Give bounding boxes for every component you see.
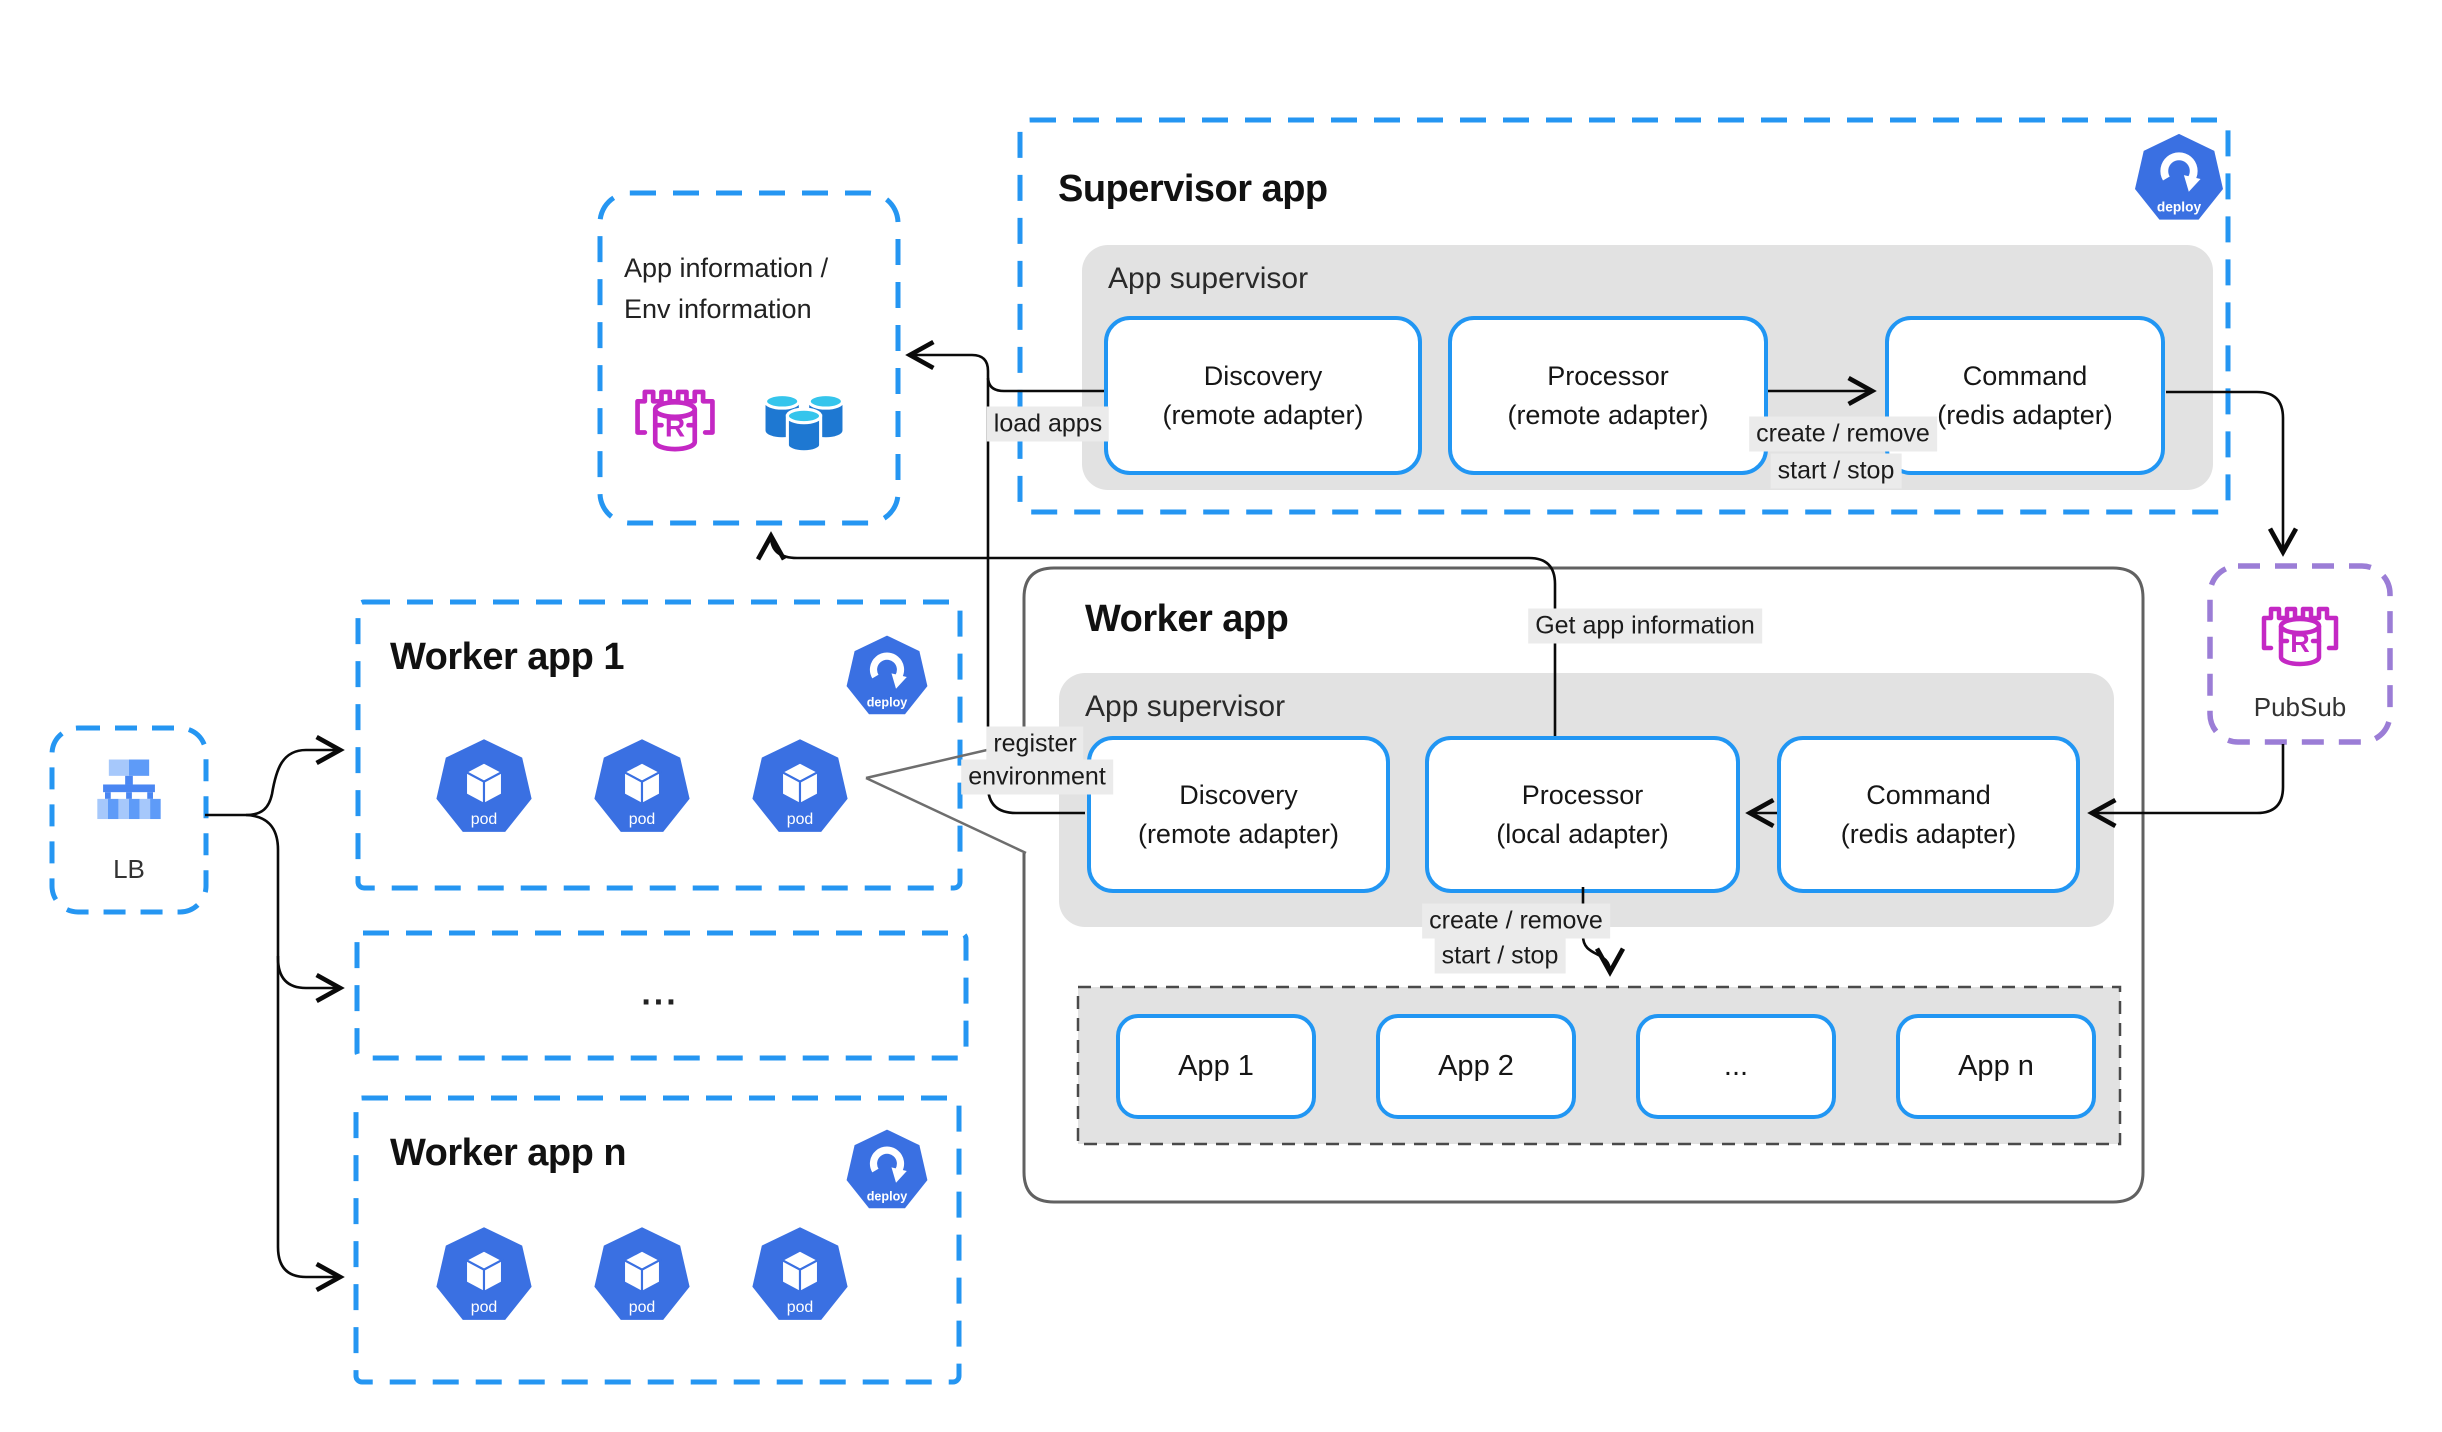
worker-start-stop-label: start / stop xyxy=(1434,938,1566,974)
worker-app-1-title: Worker app 1 xyxy=(390,636,625,678)
app-info-box xyxy=(597,190,901,526)
pod-icon: pod xyxy=(436,739,532,832)
app-n-box: App n xyxy=(1896,1014,2096,1119)
deploy-icon: deploy xyxy=(2134,133,2224,220)
pod-icon-label: pod xyxy=(471,811,498,828)
redis-cache-icon: R xyxy=(635,389,715,452)
worker-group-label: App supervisor xyxy=(1085,690,1286,723)
pod-icon: pod xyxy=(594,739,690,832)
pod-icon-label: pod xyxy=(629,1299,656,1316)
pod-icon: pod xyxy=(436,1227,532,1320)
component-adapter: (remote adapter) xyxy=(1162,399,1364,430)
deploy-icon-label: deploy xyxy=(867,1190,908,1204)
environment-label: environment xyxy=(961,759,1113,795)
sup-start-stop-label: start / stop xyxy=(1770,453,1902,489)
app-2-label: App 2 xyxy=(1438,1050,1514,1082)
worker-apps-more-box xyxy=(354,930,969,1061)
supervisor-discovery-box: Discovery (remote adapter) xyxy=(1104,316,1422,475)
app-info-line2: Env information xyxy=(624,294,812,324)
pod-icon: pod xyxy=(752,739,848,832)
app-1-label: App 1 xyxy=(1178,1050,1254,1082)
supervisor-group-label: App supervisor xyxy=(1108,262,1309,295)
app-2-box: App 2 xyxy=(1376,1014,1576,1119)
app-n-label: App n xyxy=(1958,1050,2034,1082)
component-name: Processor xyxy=(1521,779,1644,810)
pod-icon-label: pod xyxy=(471,1299,498,1316)
lb-label: LB xyxy=(113,854,145,884)
worker-discovery-box: Discovery (remote adapter) xyxy=(1087,736,1390,893)
databases-icon xyxy=(763,393,845,454)
deploy-icon-label: deploy xyxy=(867,696,908,710)
component-name: Discovery xyxy=(1179,779,1298,810)
worker-create-remove-label: create / remove xyxy=(1422,903,1610,939)
pod-icon: pod xyxy=(594,1227,690,1320)
component-adapter: (redis adapter) xyxy=(1840,818,2017,849)
app-dots-box: ... xyxy=(1636,1014,1836,1119)
pubsub-label: PubSub xyxy=(2253,692,2347,722)
worker-apps-more-dots: ... xyxy=(641,974,679,1013)
worker-app-n-title: Worker app n xyxy=(390,1132,627,1174)
redis-r-letter: R xyxy=(2290,628,2310,658)
app-info-text: App information / Env information xyxy=(624,248,828,330)
pod-icon-label: pod xyxy=(629,811,656,828)
component-name: Discovery xyxy=(1203,360,1323,391)
deploy-icon: deploy xyxy=(846,635,928,715)
app-dots-label: ... xyxy=(1723,1050,1749,1082)
deploy-icon-label: deploy xyxy=(2157,199,2202,214)
worker-app-title: Worker app xyxy=(1085,598,1289,640)
sup-create-remove-label: create / remove xyxy=(1749,416,1937,452)
component-name: Command xyxy=(1866,779,1991,810)
deploy-icon: deploy xyxy=(846,1129,928,1209)
app-1-box: App 1 xyxy=(1116,1014,1316,1119)
supervisor-processor-box: Processor (remote adapter) xyxy=(1448,316,1768,475)
redis-r-letter: R xyxy=(665,412,685,443)
app-info-line1: App information / xyxy=(624,253,829,283)
get-app-information-label: Get app information xyxy=(1528,608,1762,644)
component-name: Processor xyxy=(1547,360,1669,391)
pod-icon: pod xyxy=(752,1227,848,1320)
worker-command-box: Command (redis adapter) xyxy=(1777,736,2080,893)
lb-box xyxy=(49,725,209,915)
register-label: register xyxy=(986,726,1084,762)
pod-icon-label: pod xyxy=(787,1299,814,1316)
component-adapter: (remote adapter) xyxy=(1507,399,1709,430)
worker-processor-box: Processor (local adapter) xyxy=(1425,736,1740,893)
redis-pubsub-icon: R xyxy=(2261,606,2339,667)
component-adapter: (remote adapter) xyxy=(1137,818,1340,849)
pod-icon-label: pod xyxy=(787,811,814,828)
component-name: Command xyxy=(1962,360,2088,391)
component-adapter: (redis adapter) xyxy=(1937,399,2113,430)
supervisor-app-title: Supervisor app xyxy=(1058,168,1328,210)
load-apps-label: load apps xyxy=(986,406,1110,442)
component-adapter: (local adapter) xyxy=(1496,818,1669,849)
load-balancer-icon xyxy=(97,759,161,820)
